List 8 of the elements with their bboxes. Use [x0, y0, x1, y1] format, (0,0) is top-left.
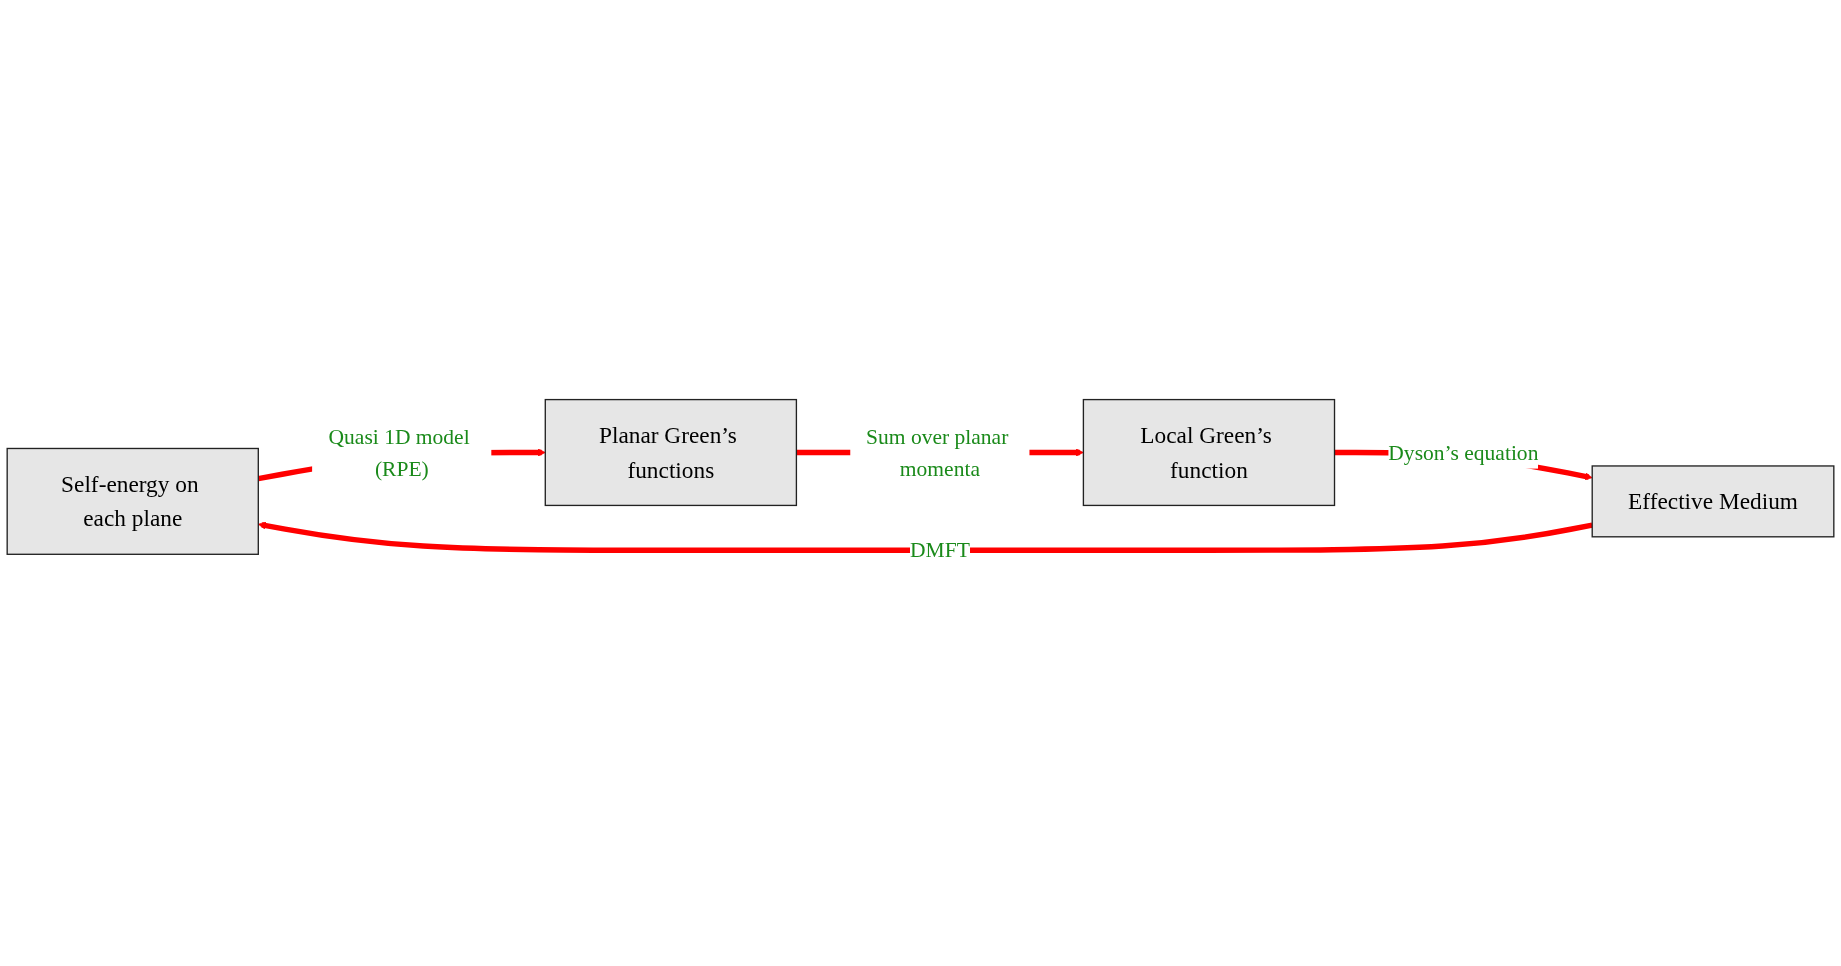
edge-label: Dyson’s equation — [1388, 440, 1539, 465]
edge-label: Quasi 1D model (RPE) — [328, 424, 470, 481]
edge-label: DMFT — [910, 538, 970, 562]
node-box: Effective Medium — [1591, 465, 1835, 538]
edge-label: Sum over planar momenta — [866, 424, 1009, 481]
node-box: Planar Green’s functions — [544, 398, 798, 507]
node-box: Local Green’s function — [1082, 398, 1336, 507]
node-box: Self-energy on each plane — [6, 447, 259, 555]
